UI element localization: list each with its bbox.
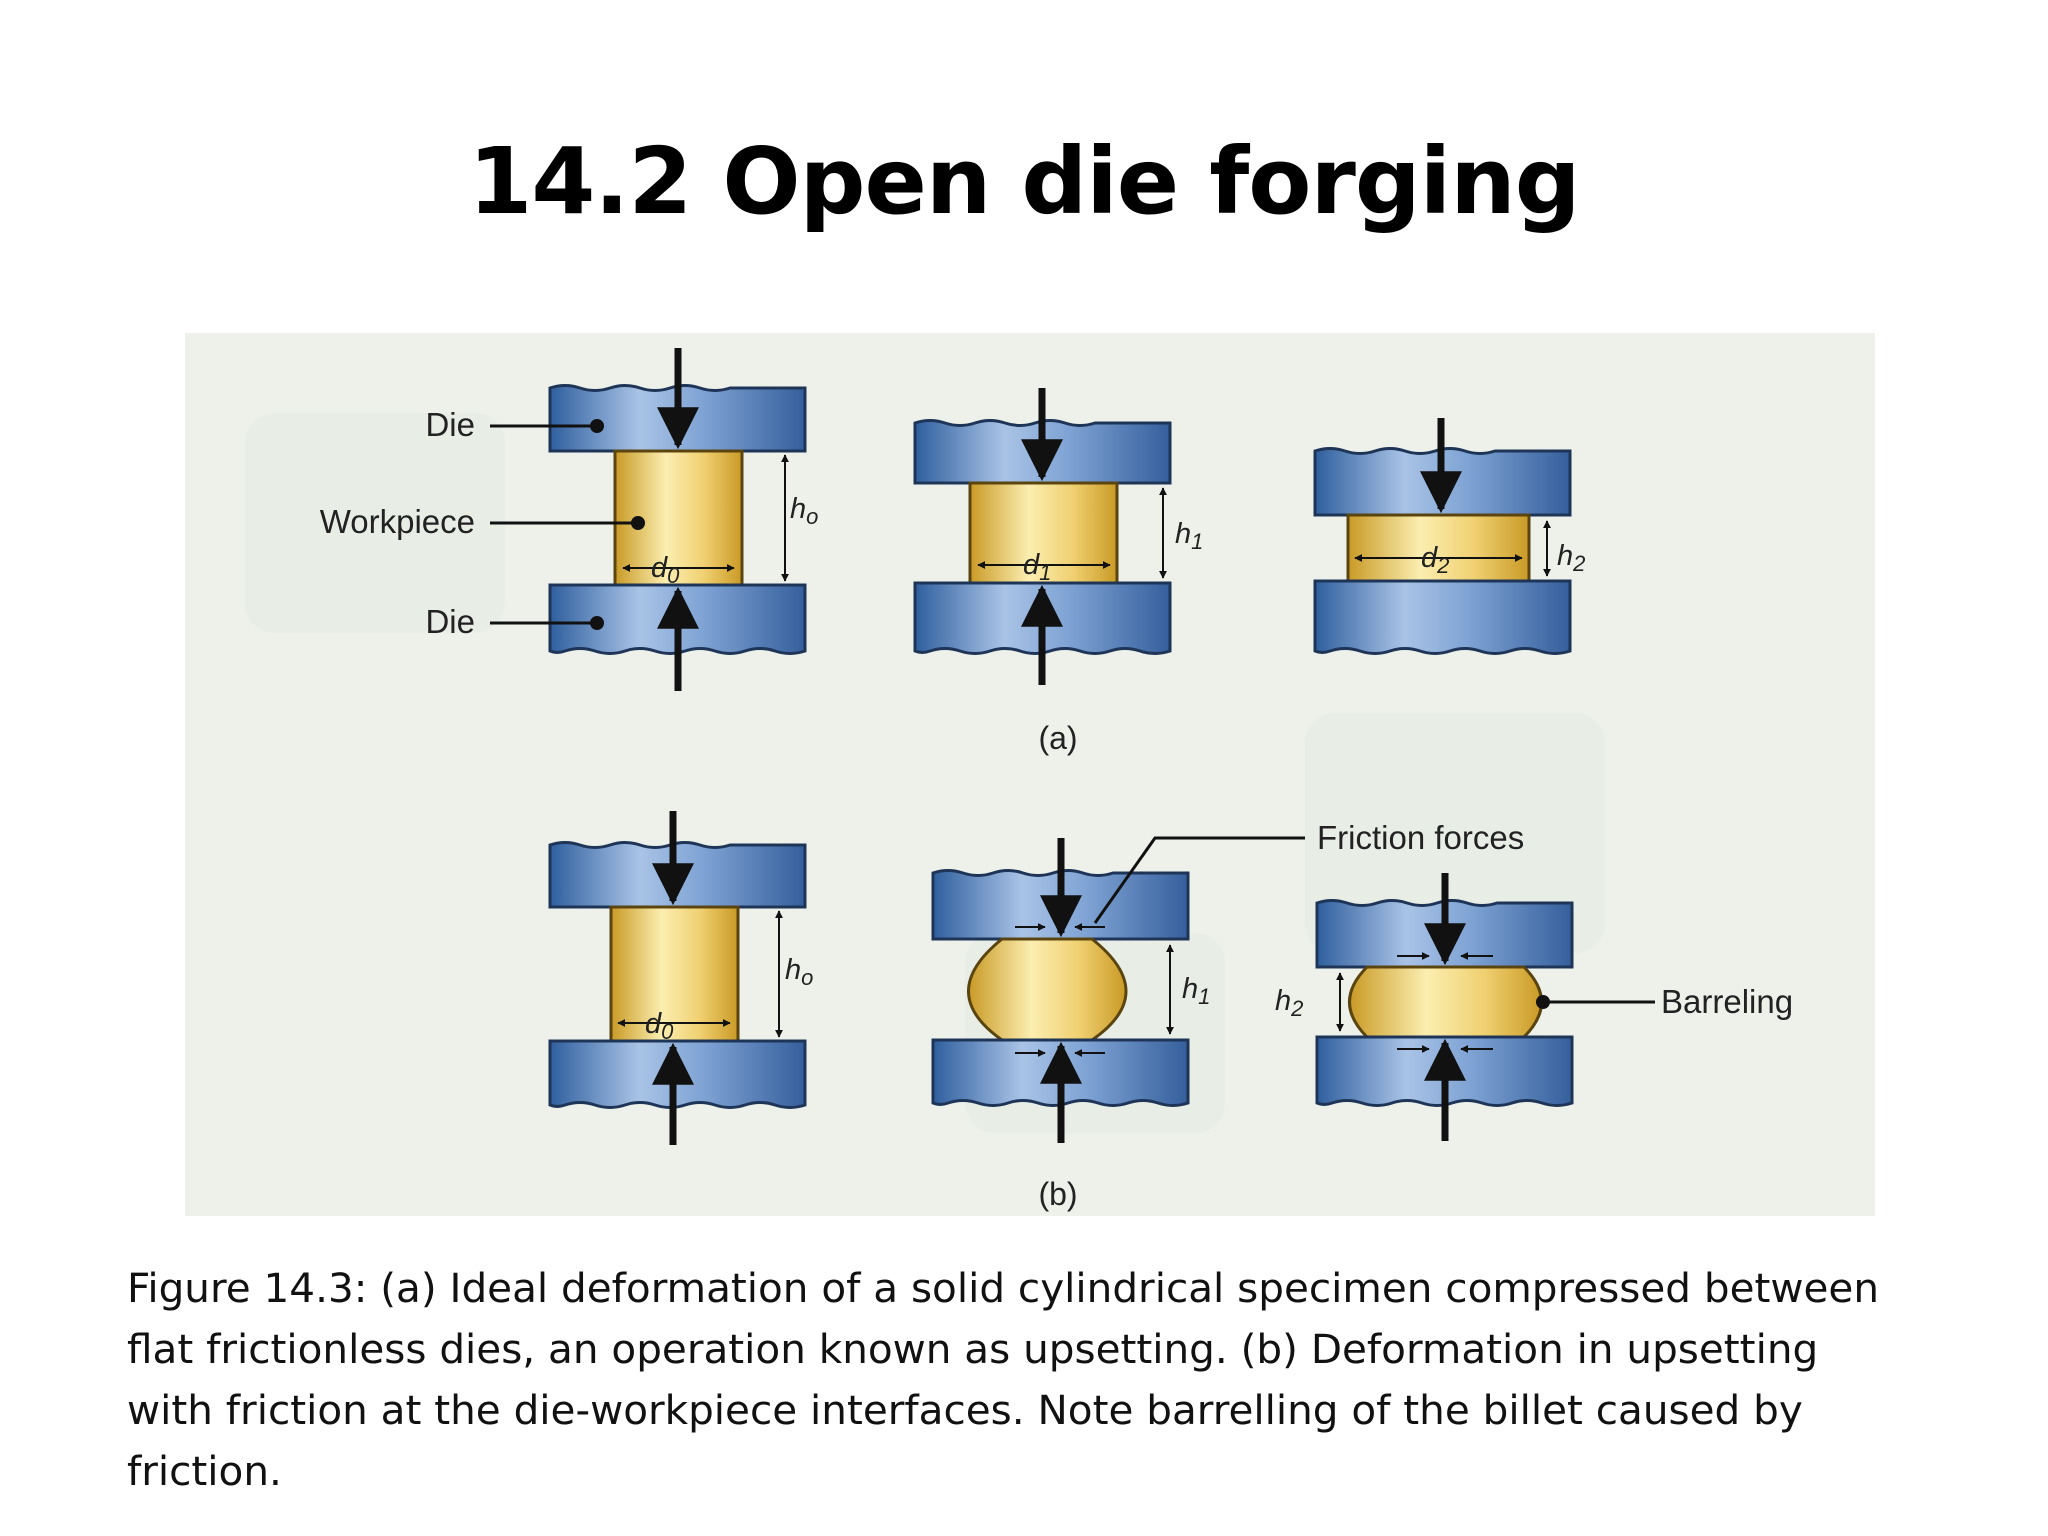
die-bottom-a3 — [1313, 579, 1572, 655]
label-d0-a: d0 — [651, 552, 680, 588]
caption-line: with friction at the die-workpiece inter… — [127, 1386, 1803, 1434]
label-barreling: Barreling — [1661, 983, 1793, 1020]
assembly-b1 — [548, 811, 807, 1145]
label-die-bottom: Die — [425, 603, 475, 640]
label-friction-forces: Friction forces — [1317, 819, 1524, 856]
leader-friction-forces — [1093, 836, 1305, 924]
figure-caption: Figure 14.3: (a) Ideal deformation of a … — [127, 1258, 1947, 1502]
label-d0-b: d0 — [645, 1008, 674, 1044]
forging-diagram: Die Workpiece Die Friction forces Barrel… — [185, 333, 1875, 1216]
assembly-a2 — [913, 388, 1172, 685]
forging-figure: Die Workpiece Die Friction forces Barrel… — [185, 333, 1875, 1216]
die-top-b1 — [548, 841, 807, 909]
label-h2-a: h2 — [1557, 540, 1585, 576]
caption-line: friction. — [127, 1447, 282, 1495]
panel-b-label: (b) — [1038, 1176, 1077, 1212]
workpiece-b1 — [609, 905, 740, 1043]
label-die-top: Die — [425, 406, 475, 443]
panel-b — [548, 811, 1655, 1145]
label-h1-a: h1 — [1175, 518, 1203, 554]
workpiece-a3 — [1346, 513, 1531, 583]
assembly-a1 — [490, 348, 807, 691]
caption-line: flat frictionless dies, an operation kno… — [127, 1325, 1819, 1373]
label-d2: d2 — [1421, 542, 1449, 578]
panel-a — [490, 348, 1572, 691]
label-h2-b: h2 — [1275, 985, 1303, 1021]
workpiece-b3-barreled — [1348, 965, 1543, 1039]
label-workpiece: Workpiece — [320, 503, 475, 540]
slide-title: 14.2 Open die forging — [468, 128, 1580, 235]
label-h1-b: h1 — [1182, 973, 1210, 1009]
caption-line: Figure 14.3: (a) Ideal deformation of a … — [127, 1264, 1880, 1312]
label-h0-b: ho — [785, 954, 813, 990]
panel-a-label: (a) — [1038, 720, 1077, 756]
label-h0-a: ho — [790, 493, 818, 529]
assembly-b3 — [1315, 873, 1655, 1141]
workpiece-b2-barreled — [967, 937, 1128, 1042]
assembly-b2 — [931, 836, 1305, 1143]
label-d1: d1 — [1023, 549, 1051, 585]
assembly-a3 — [1313, 418, 1572, 655]
die-bottom-b1 — [548, 1039, 807, 1109]
